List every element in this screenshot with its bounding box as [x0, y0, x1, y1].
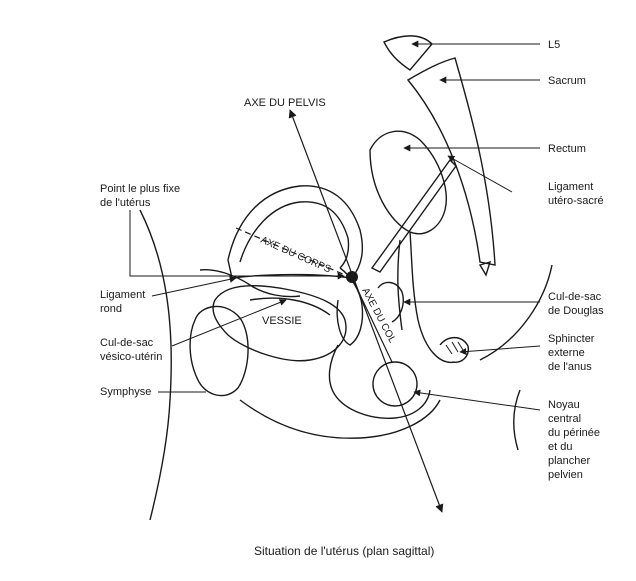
leader-perineum: [414, 392, 540, 410]
rectal-tube: [410, 232, 455, 362]
buttock-outline: [480, 265, 552, 360]
perineum-outline: [240, 400, 440, 438]
label-sacrum: Sacrum: [548, 74, 586, 88]
label-sphincter: Sphincter externe de l'anus: [548, 332, 594, 374]
label-vesico-uterine: Cul-de-sac vésico-utérin: [100, 336, 162, 364]
leader-uterosacral: [448, 156, 512, 192]
label-fixed-point: Point le plus fixe de l'utérus: [100, 182, 180, 210]
axis-pelvis-label: AXE DU PELVIS: [244, 96, 326, 110]
label-perineum: Noyau central du périnée et du plancher …: [548, 398, 600, 482]
axis-cervix-label: AXE DU COL: [359, 286, 397, 345]
uterus-body: [228, 186, 362, 278]
axis-body-label: AXE DU CORPS: [259, 235, 333, 276]
buttock-outline-2: [514, 390, 520, 450]
label-rectum: Rectum: [548, 142, 586, 156]
label-symphysis: Symphyse: [100, 385, 151, 399]
pelvis-axis-line: [290, 110, 442, 512]
vaginal-wall: [329, 345, 430, 418]
symphysis: [190, 306, 248, 395]
vesico-uterine-fold: [250, 298, 330, 315]
label-uterosacral: Ligament utéro-sacré: [548, 180, 604, 208]
label-round-ligament: Ligament rond: [100, 288, 145, 316]
round-ligament: [200, 270, 300, 297]
label-l5: L5: [548, 38, 560, 52]
perineal-body: [373, 362, 417, 406]
bladder-label: VESSIE: [262, 314, 302, 328]
anal-sphincter: [440, 338, 468, 363]
fixed-point-marker: [346, 271, 358, 283]
abdominal-wall: [140, 210, 171, 520]
label-douglas: Cul-de-sac de Douglas: [548, 290, 604, 318]
figure-caption: Situation de l'utérus (plan sagittal): [254, 544, 434, 558]
l5-vertebra: [384, 36, 432, 70]
